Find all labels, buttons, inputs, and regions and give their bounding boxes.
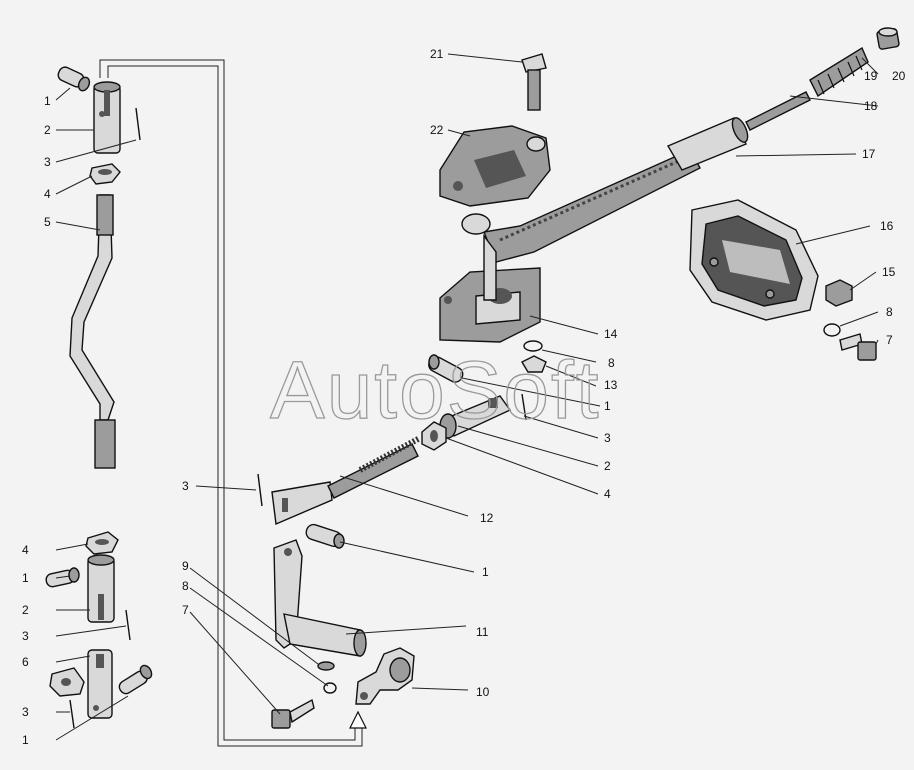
label-10: 10 [476,685,490,699]
bolt-7-center [271,698,315,729]
bolt-21 [521,53,547,111]
label-4-c: 4 [604,487,611,501]
label-13: 13 [604,378,618,392]
rod-18 [745,91,811,131]
key-9 [317,661,335,671]
label-2-b: 2 [22,603,29,617]
clamp-10 [355,647,415,705]
washer-8-right [823,323,841,337]
path-arrow [349,710,367,729]
label-22: 22 [430,123,444,137]
lever-11 [273,539,367,657]
housing-22 [439,125,551,207]
fork-2-top-left [93,81,121,154]
label-1-e: 1 [482,565,489,579]
label-1-c: 1 [22,733,29,747]
label-3-c: 3 [22,705,29,719]
fork-lower-left [87,649,113,719]
watermark-text: AutoSoft [270,345,601,436]
fork-2-bottom-left [87,554,115,623]
assembly-path-line-inner [107,65,363,747]
slider-15 [825,279,853,307]
label-8-b: 8 [886,305,893,319]
label-2-c: 2 [604,459,611,473]
assembly-path-line [99,59,356,741]
nut-4-top-left [89,163,121,185]
label-5: 5 [44,215,51,229]
split-pin-3-center [257,473,263,507]
rod-12 [271,435,422,526]
split-pin-3-bottom-left-a [125,609,131,641]
pin-1-center-mid [428,354,464,383]
label-7-a: 7 [182,603,189,617]
rod-5 [69,194,116,469]
label-3-d: 3 [182,479,189,493]
bolt-7-right [839,333,877,361]
label-8-a: 8 [182,579,189,593]
label-3-b: 3 [22,629,29,643]
pin-1-center-lower [305,523,345,549]
label-7-b: 7 [886,333,893,347]
label-17: 17 [862,147,876,161]
block-6 [49,667,85,697]
split-pin-3-center-mid [521,393,527,421]
label-15: 15 [882,265,896,279]
label-16: 16 [880,219,894,233]
label-4-b: 4 [22,543,29,557]
nut-4-center-mid [421,421,447,451]
label-11: 11 [476,625,489,639]
label-20: 20 [892,69,906,83]
pin-1-bottom-left-b [118,664,153,695]
label-3-e: 3 [604,431,611,445]
label-21: 21 [430,47,444,61]
gate-plate-16 [689,199,819,321]
label-18: 18 [864,99,878,113]
label-2-a: 2 [44,123,51,137]
label-8-c: 8 [608,356,615,370]
label-4-a: 4 [44,187,51,201]
label-3-a: 3 [44,155,51,169]
label-14: 14 [604,327,618,341]
spring-19 [809,46,869,98]
shift-lever-17 [461,117,749,301]
pin-1-top-left [57,66,91,92]
knob-20 [876,27,900,50]
label-1-d: 1 [604,399,611,413]
label-1-b: 1 [22,571,29,585]
nut-4-bottom-left [85,531,119,555]
label-6: 6 [22,655,29,669]
washer-8-center-mid [523,340,543,352]
label-19: 19 [864,69,878,83]
pin-1-bottom-left [45,567,80,588]
label-1-a: 1 [44,94,51,108]
split-pin-3-top-left [135,107,141,141]
split-pin-3-bottom-left-b [69,699,75,729]
washer-8-center [323,682,337,694]
label-9: 9 [182,559,189,573]
part-labels: 1 2 3 4 5 4 1 2 3 6 3 1 3 9 8 7 21 22 20… [22,47,906,747]
leader-lines [55,53,879,741]
nut-13 [521,355,547,373]
label-12: 12 [480,511,494,525]
